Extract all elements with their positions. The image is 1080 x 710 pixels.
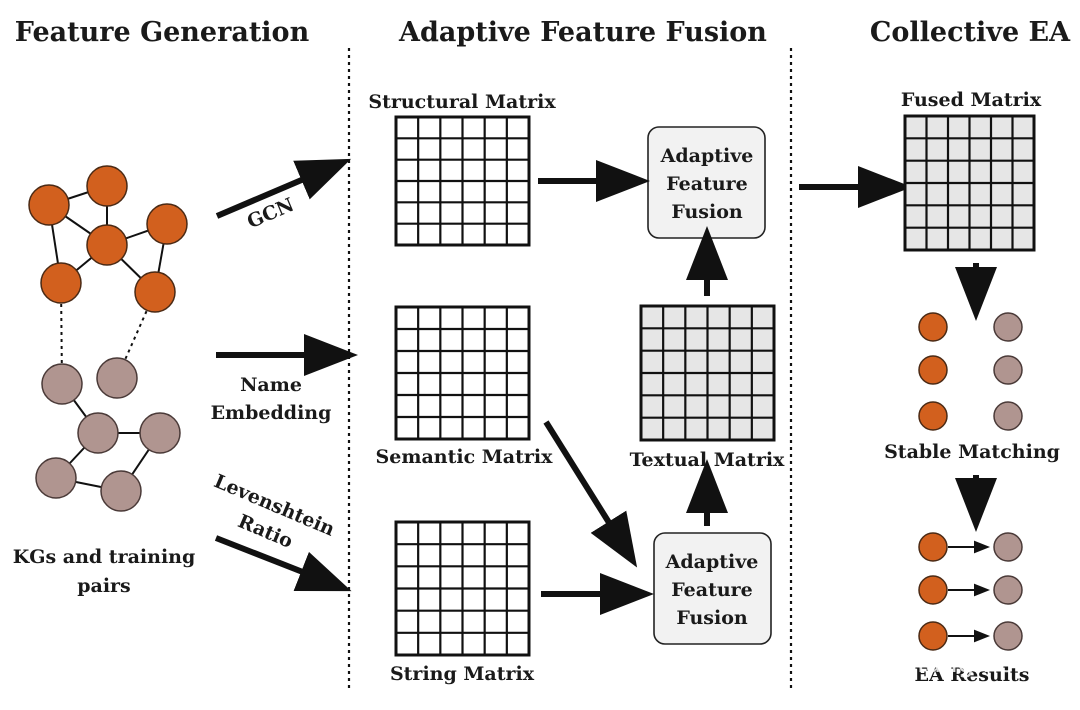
kg-node <box>40 262 82 304</box>
target-entity-node <box>993 575 1023 605</box>
semantic-to-fusion-arrow <box>543 420 638 568</box>
kg-node <box>100 470 142 512</box>
target-entity-node <box>993 532 1023 562</box>
kg-node <box>41 363 83 405</box>
adaptive-fusion-box-top: Adaptive Feature Fusion <box>647 126 766 239</box>
kg-node <box>134 271 176 313</box>
fusion-box-bottom-line2: Feature <box>671 579 753 601</box>
adaptive-fusion-box-bottom: Adaptive Feature Fusion <box>653 532 772 645</box>
structural-matrix <box>394 115 531 247</box>
stable-matching-label: Stable Matching <box>884 441 1060 463</box>
kg-node <box>139 412 181 454</box>
name-embedding-label-line1: Name <box>240 374 302 396</box>
header-feature-generation: Feature Generation <box>15 17 310 48</box>
fusion-box-top-line2: Feature <box>666 173 748 195</box>
levenshtein-arrow <box>214 535 352 592</box>
kg-node <box>96 357 138 399</box>
target-entity-node <box>993 312 1023 342</box>
target-entity-node <box>993 401 1023 431</box>
watermark: 知乎 @Yang Peter <box>827 649 1051 679</box>
string-matrix <box>394 520 531 657</box>
target-entity-node <box>993 355 1023 385</box>
source-entity-node <box>918 312 948 342</box>
source-entity-node <box>918 575 948 605</box>
kg-node <box>86 165 128 207</box>
textual-matrix <box>639 304 776 442</box>
fused-matrix-label: Fused Matrix <box>901 89 1042 111</box>
target-entity-node <box>993 621 1023 651</box>
semantic-matrix-label: Semantic Matrix <box>376 446 554 468</box>
kg-top-nodes <box>28 165 188 313</box>
name-embedding-label-line2: Embedding <box>211 402 332 424</box>
kg-node <box>77 412 119 454</box>
fusion-box-bottom-line1: Adaptive <box>665 551 759 573</box>
kg-node <box>35 457 77 499</box>
kgs-label-line1: KGs and training <box>13 546 196 568</box>
fusion-box-top-line3: Fusion <box>671 201 743 223</box>
fusion-box-bottom-line3: Fusion <box>676 607 748 629</box>
matching-candidates <box>918 312 1023 431</box>
textual-matrix-label: Textual Matrix <box>630 449 785 471</box>
structural-matrix-label: Structural Matrix <box>368 91 556 113</box>
kg-bottom-nodes <box>35 357 181 512</box>
fused-matrix <box>903 114 1036 252</box>
header-collective-ea: Collective EA <box>870 17 1071 48</box>
ea-results-pairs <box>918 532 1023 651</box>
kg-node <box>86 224 128 266</box>
fusion-box-top-line1: Adaptive <box>660 145 754 167</box>
ea-results-label: EA Results <box>915 664 1030 686</box>
source-entity-node <box>918 355 948 385</box>
kgs-label-line2: pairs <box>77 575 131 597</box>
semantic-matrix <box>394 305 531 441</box>
source-entity-node <box>918 621 948 651</box>
gcn-arrow <box>215 158 352 219</box>
header-adaptive-feature-fusion: Adaptive Feature Fusion <box>398 17 767 48</box>
string-matrix-label: String Matrix <box>390 663 535 685</box>
kg-node <box>146 203 188 245</box>
source-entity-node <box>918 532 948 562</box>
source-entity-node <box>918 401 948 431</box>
kg-node <box>28 184 70 226</box>
